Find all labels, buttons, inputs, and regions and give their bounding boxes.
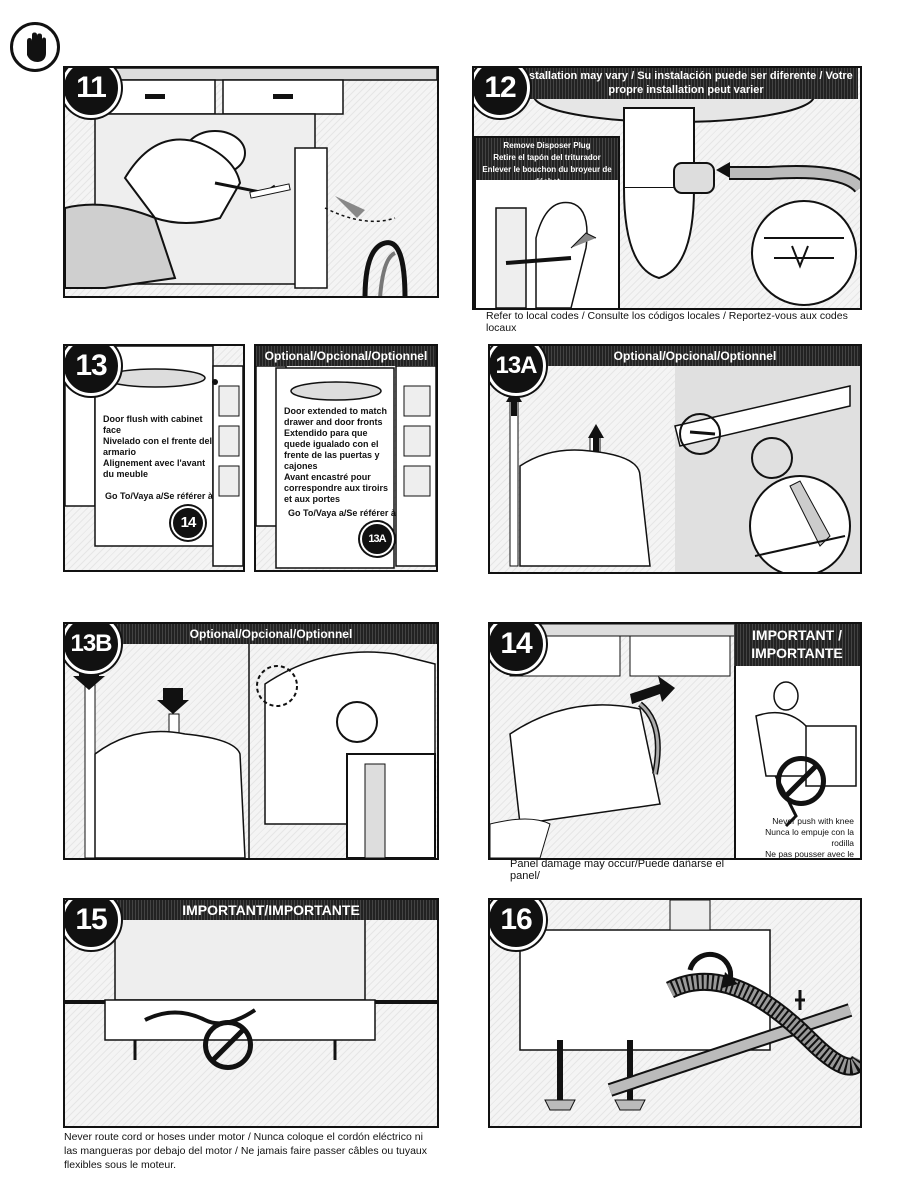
step-13-left-text: Door flush with cabinet face Nivelado co…: [103, 414, 213, 479]
step-number: 13: [65, 346, 121, 396]
step-13a-header: Optional/Opcional/Optionnel: [530, 346, 860, 366]
step-13-right-text: Door extended to match drawer and door f…: [284, 406, 389, 504]
step-number: 13A: [490, 346, 546, 396]
step-number: 14: [490, 624, 546, 674]
step-12-inset-title: Remove Disposer Plug Retire el tapón del…: [476, 138, 618, 186]
step-11-illustration: [65, 68, 437, 296]
step-15-panel: IMPORTANT/IMPORTANTE 15: [63, 898, 439, 1128]
step-13-right-header: Optional/Opcional/Optionnel: [256, 346, 436, 366]
step-14-important-header: IMPORTANT / IMPORTANTE: [734, 624, 860, 666]
step-number: 12: [474, 68, 530, 118]
step-13b-header: Optional/Opcional/Optionnel: [105, 624, 437, 644]
goto-13a-badge: 13A: [360, 522, 394, 556]
step-13-right-goto: Go To/Vaya a/Se référer à: [288, 508, 396, 518]
step-14-inset: Never push with knee Nunca lo empuje con…: [734, 664, 860, 859]
step-12-header: Installation may vary / Su instalación p…: [514, 68, 858, 99]
step-14-caption: Panel damage may occur/Puede dañarse el …: [510, 858, 725, 882]
step-13-left-panel: Door flush with cabinet face Nivelado co…: [63, 344, 245, 572]
step-number: 15: [65, 900, 121, 950]
step-number: 13B: [65, 624, 121, 674]
step-12-inset: Remove Disposer Plug Retire el tapón del…: [474, 136, 620, 308]
step-11-panel: 11: [63, 66, 439, 298]
step-14-panel: Never push with knee Nunca lo empuje con…: [488, 622, 862, 860]
step-13a-panel: Optional/Opcional/Optionnel 13A: [488, 344, 862, 574]
step-16-panel: 16: [488, 898, 862, 1128]
step-12-caption: Refer to local codes / Consulte los códi…: [486, 310, 848, 334]
step-15-caption: Never route cord or hoses under motor / …: [64, 1131, 428, 1171]
step-number: 16: [490, 900, 546, 950]
hand-stop-icon: [10, 22, 60, 72]
goto-14-badge: 14: [171, 506, 205, 540]
prohibited-icon: [203, 1020, 253, 1070]
step-13b-panel: Optional/Opcional/Optionnel 13B: [63, 622, 439, 860]
step-number: 11: [65, 68, 121, 118]
step-12-panel: Remove Disposer Plug Retire el tapón del…: [472, 66, 862, 310]
step-14-inset-text: Never push with knee Nunca lo empuje con…: [765, 816, 854, 859]
step-13-right-panel: Optional/Opcional/Optionnel Door extende…: [254, 344, 438, 572]
step-13-left-goto: Go To/Vaya a/Se référer à: [105, 491, 213, 501]
prohibited-icon: [776, 756, 826, 806]
step-15-header: IMPORTANT/IMPORTANTE: [105, 900, 437, 920]
step-12-illustration: [533, 69, 860, 306]
